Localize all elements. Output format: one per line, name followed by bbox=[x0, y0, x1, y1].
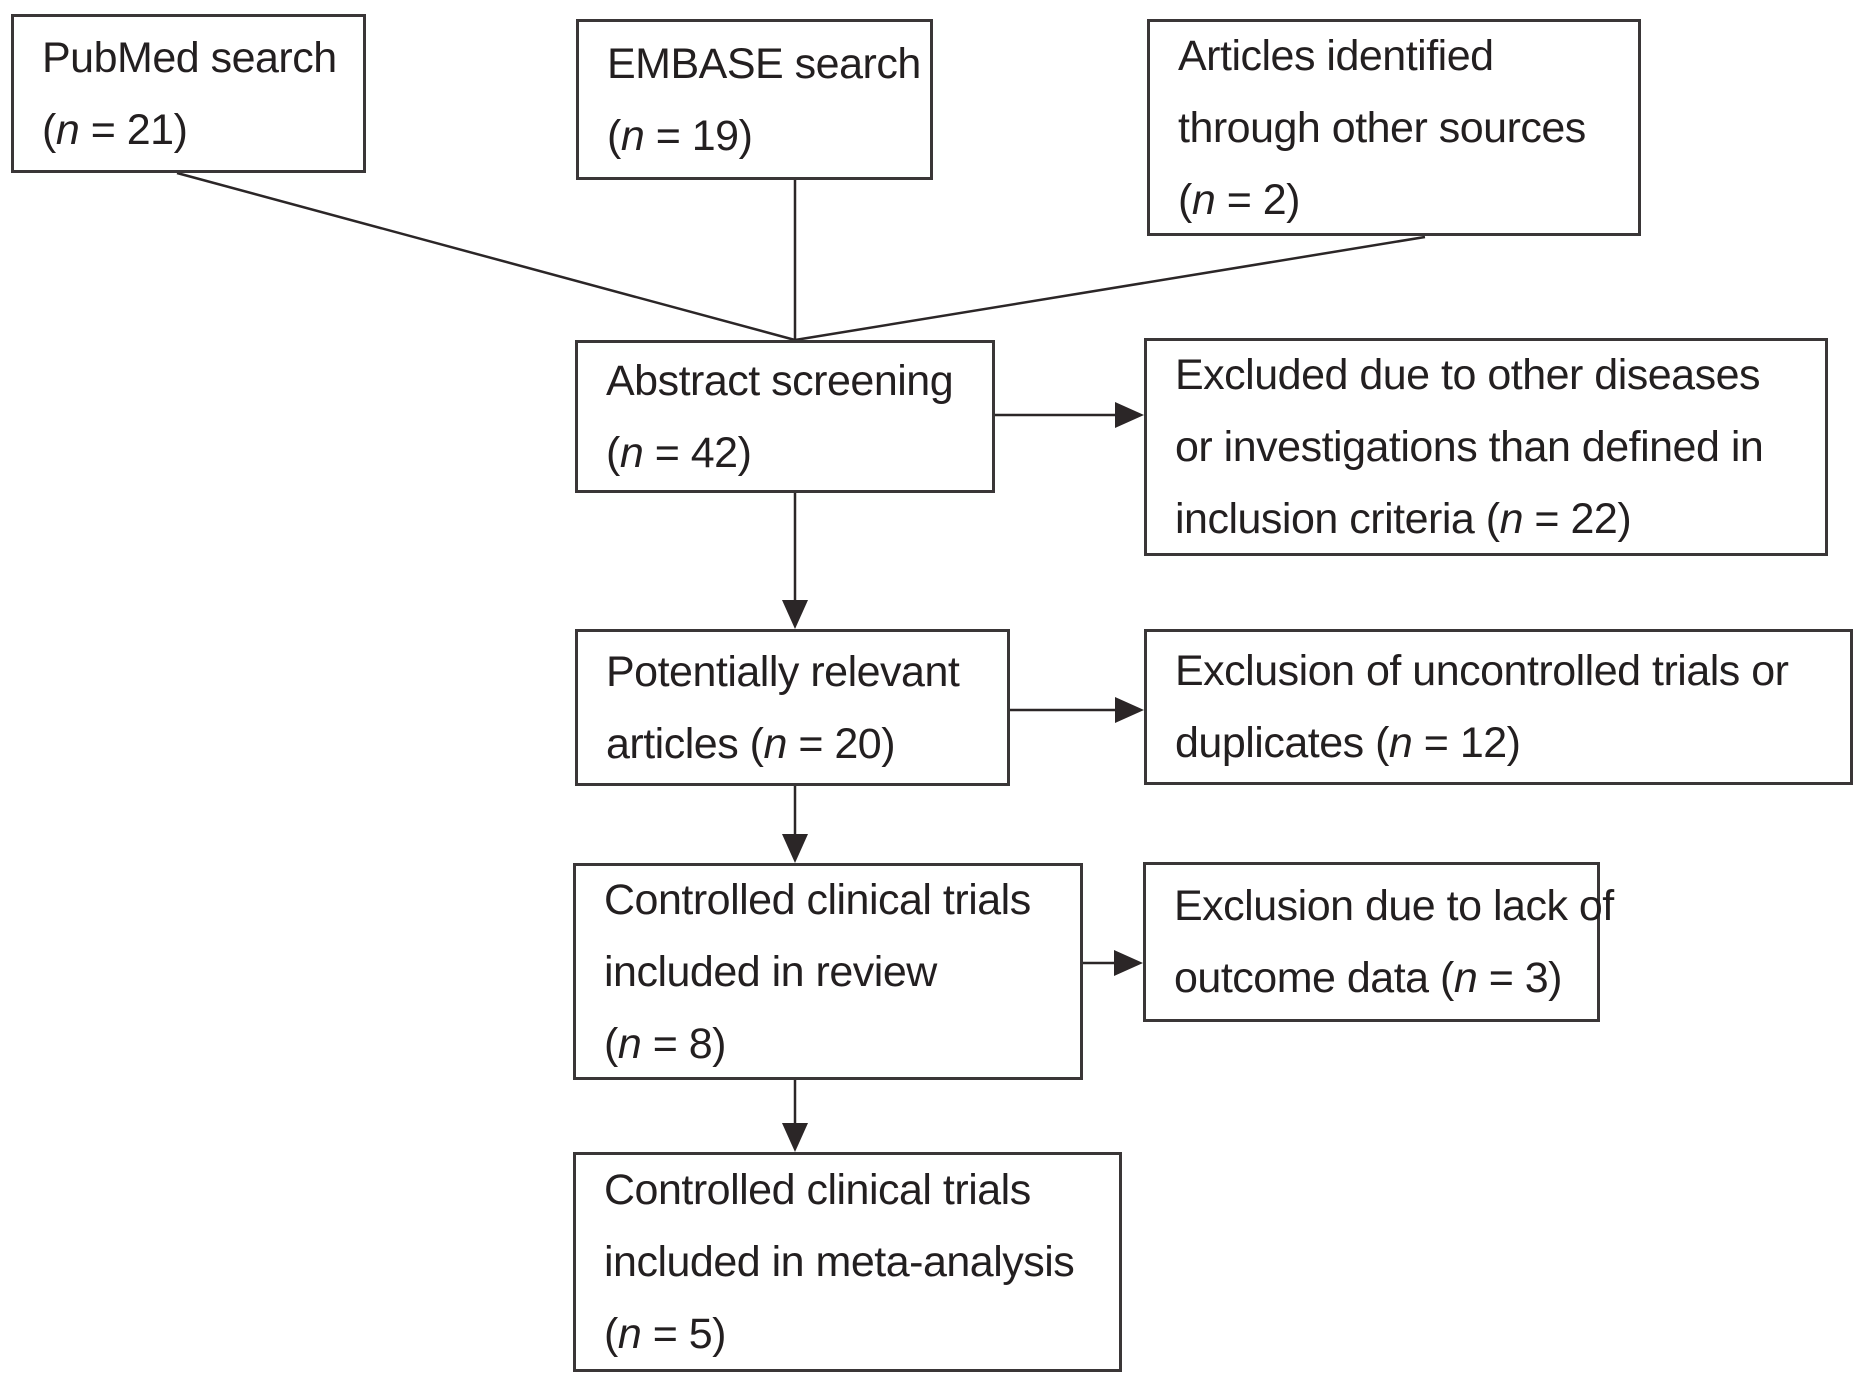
text-segment: Exclusion of uncontrolled trials or bbox=[1175, 647, 1789, 695]
box-excluded-other-diseases: Excluded due to other diseases or investi… bbox=[1144, 338, 1828, 556]
text-segment: Articles identified bbox=[1178, 31, 1494, 80]
box-articles-other-sources: Articles identified through other sources… bbox=[1147, 19, 1641, 236]
italic-n: n bbox=[1453, 954, 1478, 1002]
text-line: articles (n = 20) bbox=[606, 708, 1003, 780]
box-abstract-screening: Abstract screening (n = 42) bbox=[575, 340, 995, 493]
text-segment: = 8) bbox=[641, 1019, 727, 1068]
text-line: (n = 42) bbox=[606, 417, 988, 489]
text-line: (n = 19) bbox=[607, 100, 926, 172]
text-line: Abstract screening bbox=[606, 345, 988, 417]
italic-n: n bbox=[620, 111, 645, 160]
text-segment: = 19) bbox=[644, 111, 753, 160]
text-line: Exclusion due to lack of bbox=[1174, 870, 1614, 942]
box-pubmed-search: PubMed search (n = 21) bbox=[11, 14, 366, 173]
text-segment: = 20) bbox=[786, 719, 896, 768]
text-segment: = 42) bbox=[643, 428, 752, 477]
text-line: or investigations than defined in bbox=[1175, 411, 1821, 483]
text-segment: or investigations than defined in bbox=[1175, 423, 1764, 471]
text-line: included in review bbox=[604, 936, 1076, 1008]
text-segment: duplicates ( bbox=[1175, 719, 1389, 767]
arrowhead-down bbox=[782, 834, 808, 863]
italic-n: n bbox=[1388, 719, 1413, 767]
text-segment: = 22) bbox=[1522, 495, 1632, 543]
text-segment: outcome data ( bbox=[1174, 954, 1454, 1002]
text-line: Controlled clinical trials bbox=[604, 1154, 1115, 1226]
text-line: through other sources bbox=[1178, 92, 1634, 164]
text-segment: = 5) bbox=[641, 1310, 727, 1358]
arrowhead-right bbox=[1115, 697, 1144, 723]
text-line: Articles identified bbox=[1178, 20, 1634, 92]
text-segment: Excluded due to other diseases bbox=[1175, 351, 1761, 399]
box-embase-search: EMBASE search (n = 19) bbox=[576, 19, 933, 180]
text-segment: Controlled clinical trials bbox=[604, 875, 1031, 924]
text-segment: PubMed search bbox=[42, 33, 337, 82]
italic-n: n bbox=[617, 1310, 642, 1358]
text-line: Exclusion of uncontrolled trials or bbox=[1175, 635, 1846, 707]
text-segment: EMBASE search bbox=[607, 39, 921, 88]
box-trials-included-review: Controlled clinical trials included in re… bbox=[573, 863, 1083, 1080]
arrowhead-down bbox=[782, 600, 808, 629]
text-segment: Abstract screening bbox=[606, 356, 954, 405]
text-segment: included in meta-analysis bbox=[604, 1238, 1075, 1286]
connector-pubmed-to-screening bbox=[176, 171, 796, 342]
italic-n: n bbox=[617, 1019, 642, 1068]
italic-n: n bbox=[1191, 175, 1216, 224]
text-line: outcome data (n = 3) bbox=[1174, 942, 1593, 1014]
arrowhead-right bbox=[1114, 950, 1143, 976]
text-segment: inclusion criteria ( bbox=[1175, 495, 1500, 543]
text-line: Potentially relevant bbox=[606, 636, 1003, 708]
text-segment: ( bbox=[606, 428, 620, 477]
text-segment: = 2) bbox=[1215, 175, 1301, 224]
text-line: (n = 21) bbox=[42, 94, 359, 166]
text-segment: articles ( bbox=[606, 719, 764, 768]
text-line: PubMed search bbox=[42, 22, 359, 94]
italic-n: n bbox=[55, 105, 80, 154]
text-segment: Exclusion due to lack of bbox=[1174, 882, 1614, 930]
text-line: duplicates (n = 12) bbox=[1175, 707, 1846, 779]
text-segment: ( bbox=[604, 1019, 618, 1068]
text-segment: Controlled clinical trials bbox=[604, 1166, 1031, 1214]
text-segment: ( bbox=[1178, 175, 1192, 224]
text-segment: through other sources bbox=[1178, 103, 1586, 152]
text-segment: ( bbox=[604, 1310, 618, 1358]
text-segment: = 12) bbox=[1412, 719, 1521, 767]
box-exclusion-lack-outcome: Exclusion due to lack of outcome data (n … bbox=[1143, 862, 1614, 1022]
text-segment: included in review bbox=[604, 947, 937, 996]
italic-n: n bbox=[1499, 495, 1524, 543]
text-segment: Potentially relevant bbox=[606, 647, 960, 696]
box-trials-included-meta-analysis: Controlled clinical trials included in me… bbox=[573, 1152, 1122, 1372]
italic-n: n bbox=[619, 428, 644, 477]
text-line: Controlled clinical trials bbox=[604, 864, 1076, 936]
text-line: (n = 2) bbox=[1178, 164, 1634, 236]
italic-n: n bbox=[763, 719, 787, 768]
text-segment: ( bbox=[607, 111, 621, 160]
box-exclusion-uncontrolled: Exclusion of uncontrolled trials or dupli… bbox=[1144, 629, 1853, 785]
arrowhead-down bbox=[782, 1123, 808, 1152]
text-segment: = 3) bbox=[1477, 954, 1563, 1002]
text-segment: ( bbox=[42, 105, 56, 154]
arrowhead-right bbox=[1115, 402, 1144, 428]
text-line: EMBASE search bbox=[607, 28, 926, 100]
connector-othersources-to-screening bbox=[794, 235, 1426, 342]
text-line: inclusion criteria (n = 22) bbox=[1175, 483, 1821, 555]
box-potentially-relevant-articles: Potentially relevant articles (n = 20) bbox=[575, 629, 1010, 786]
text-segment: = 21) bbox=[79, 105, 188, 154]
text-line: included in meta-analysis bbox=[604, 1226, 1115, 1298]
text-line: Excluded due to other diseases bbox=[1175, 339, 1821, 411]
text-line: (n = 8) bbox=[604, 1008, 1076, 1080]
text-line: (n = 5) bbox=[604, 1298, 1115, 1370]
